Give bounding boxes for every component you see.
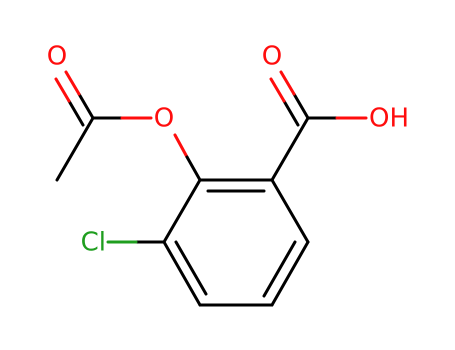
atom-label-group: O O O OH Cl	[47, 42, 409, 258]
atom-ester-bridge-oxygen: O	[154, 104, 174, 134]
atom-ester-carbonyl-oxygen: O	[47, 42, 67, 72]
bond-ring-to-carboxyl-carbon	[270, 116, 310, 182]
bond-ring-c4-c3	[162, 240, 202, 307]
bond-oxygen-to-ring	[173, 133, 202, 182]
bond-ring-c6-c5-inner	[262, 240, 297, 298]
bond-ring-c6-c5	[270, 240, 310, 307]
atom-acid-carbonyl-oxygen: O	[262, 42, 282, 72]
bond-methyl-to-ester-carbon	[55, 116, 95, 182]
bond-acid-carbonyl-double	[269, 70, 310, 127]
bond-ring-c4-c3-inner	[174, 240, 208, 296]
bond-ring-c3-c2	[162, 178, 202, 244]
atom-hydroxyl: OH	[369, 104, 409, 134]
bond-ring-c1-c6	[270, 178, 310, 244]
bond-ester-carbonyl-double	[54, 70, 95, 127]
bond-group	[54, 70, 368, 307]
atom-chlorine: Cl	[81, 228, 106, 258]
